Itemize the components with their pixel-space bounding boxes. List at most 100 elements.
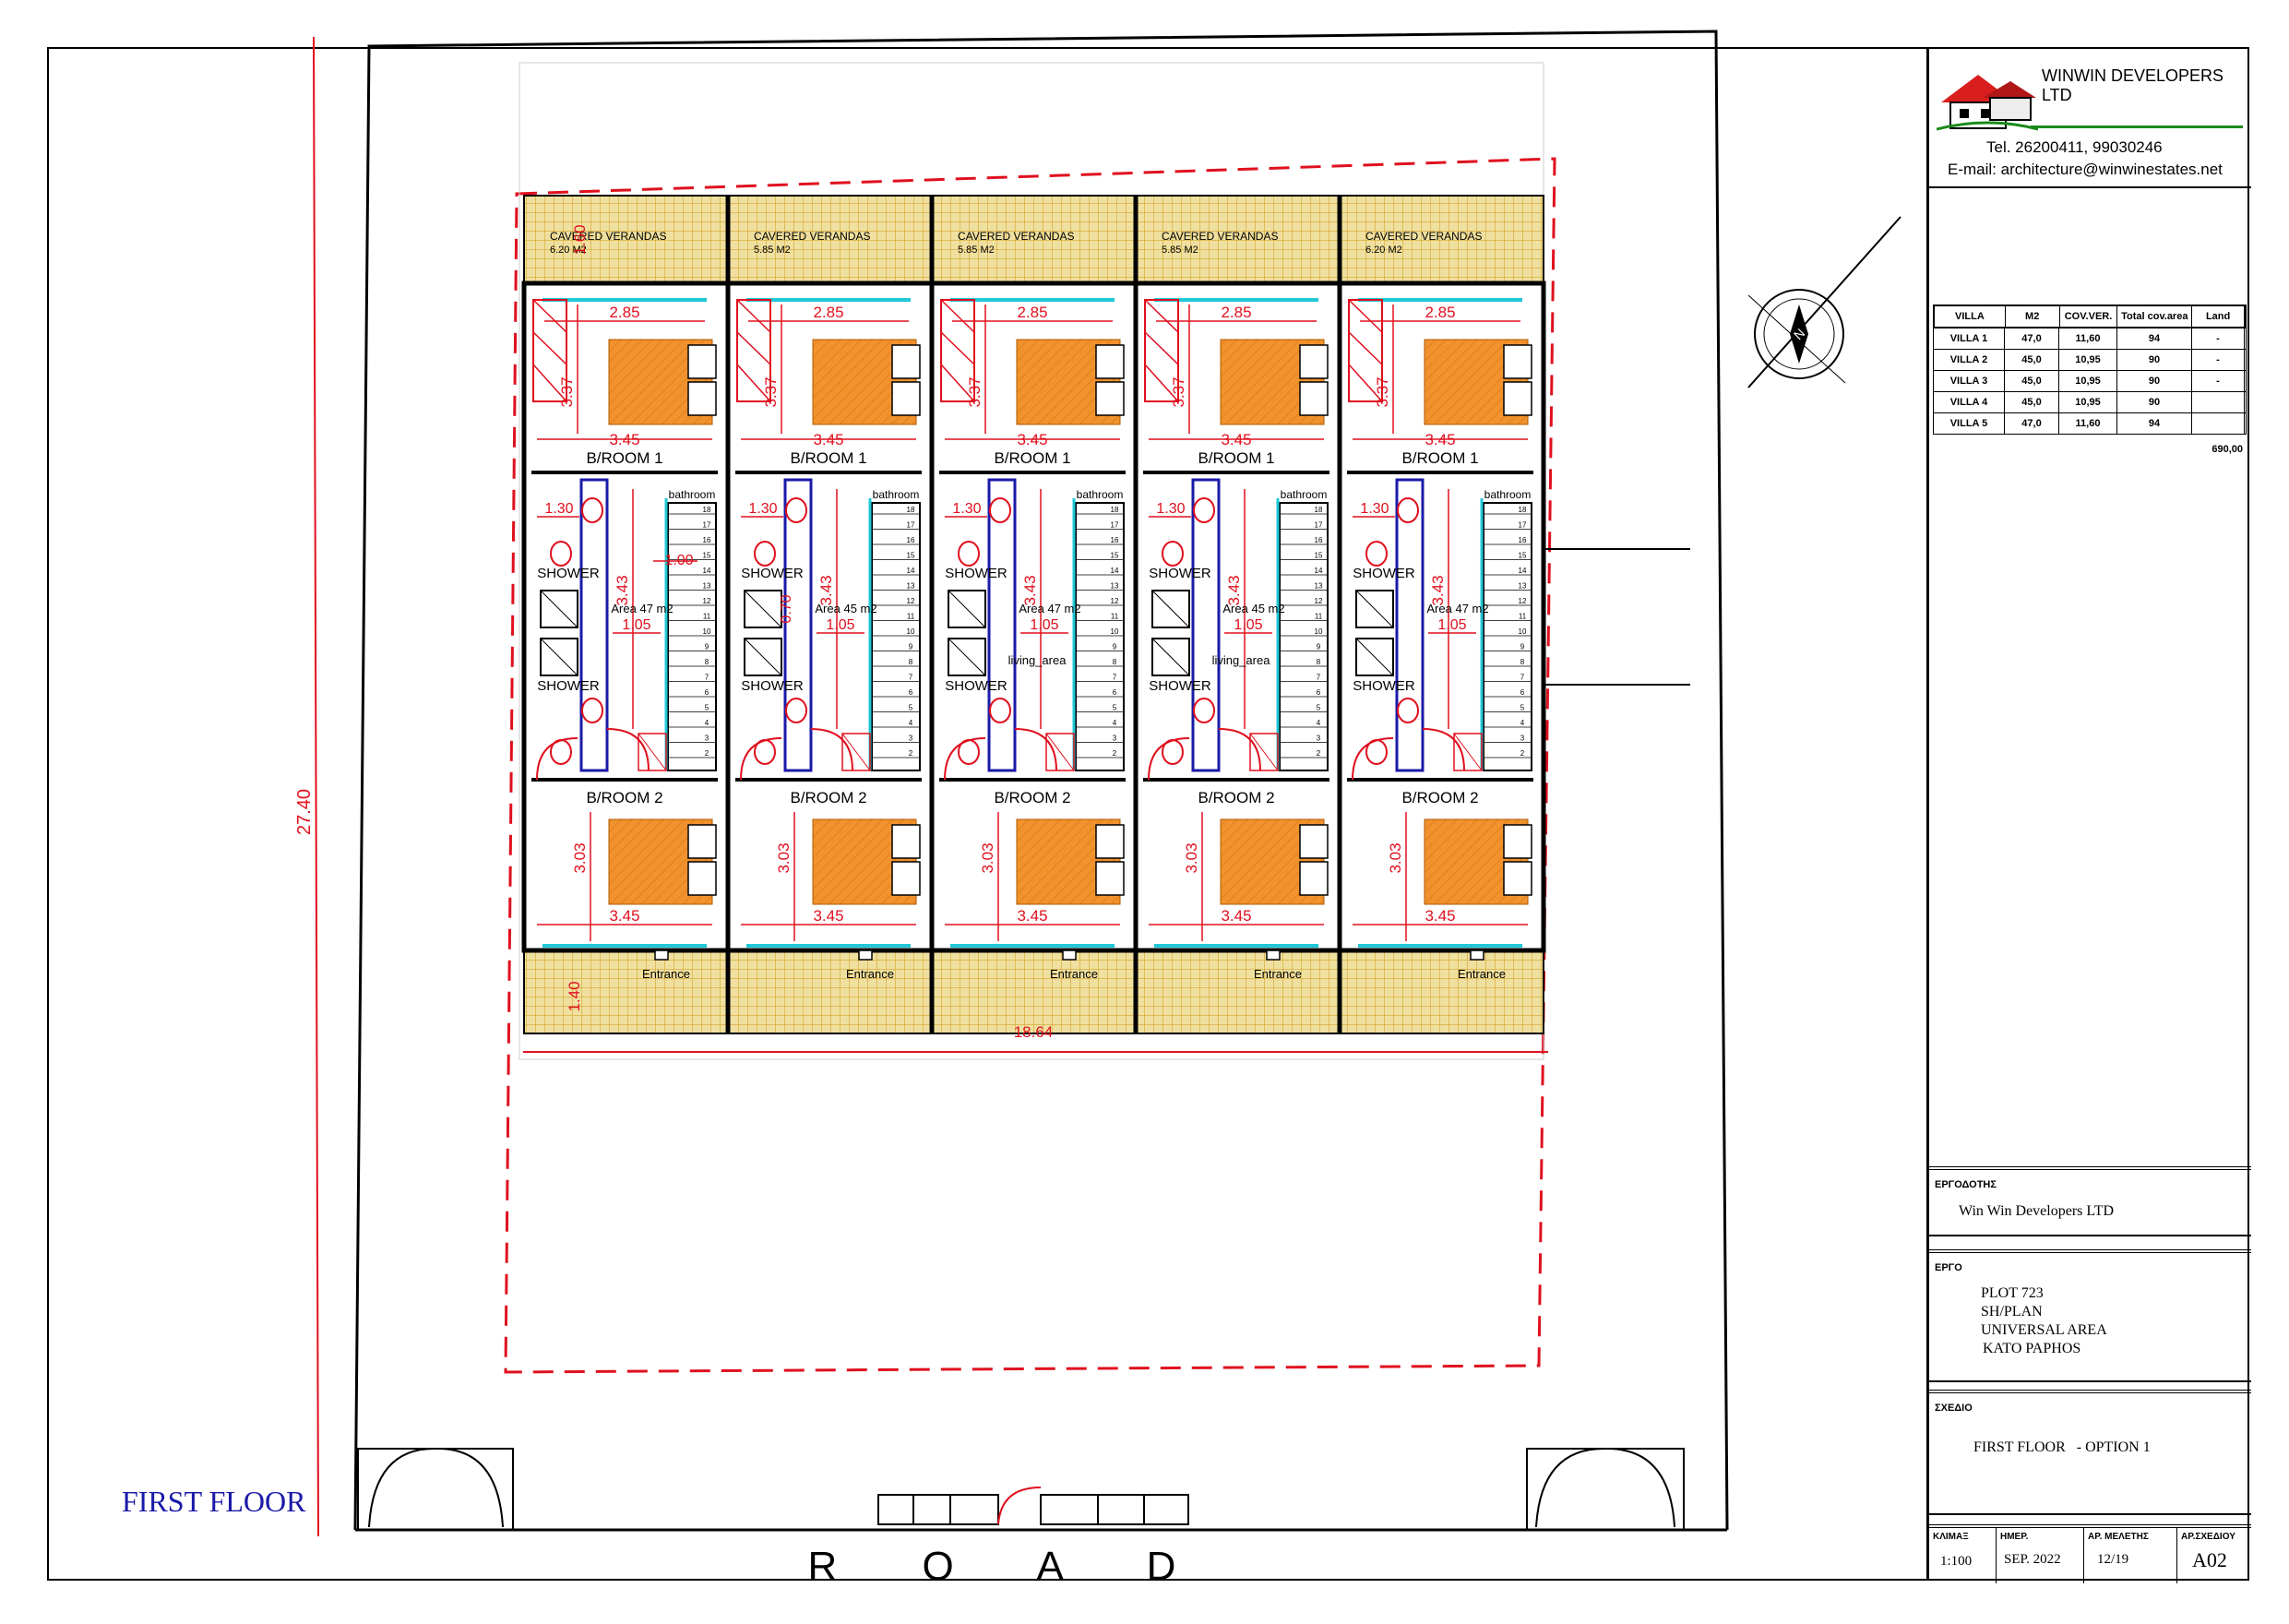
stair-step-number: 14 <box>1111 567 1119 575</box>
dim-bed1-width: 2.85 <box>1425 304 1455 321</box>
dim-bed2-depth: 3.03 <box>1183 842 1200 873</box>
pillow <box>891 344 921 379</box>
stair-step-number: 4 <box>1113 719 1117 727</box>
shower-label-1: SHOWER <box>945 566 1007 581</box>
areas-header-cell: COV.VER. <box>2060 306 2118 327</box>
bedroom-1-label: B/ROOM 1 <box>586 449 662 467</box>
shower-label-1: SHOWER <box>537 566 600 581</box>
pillow <box>1299 861 1329 896</box>
pillow <box>1095 824 1125 859</box>
shower-diag <box>1151 590 1190 628</box>
door-swing <box>1014 728 1057 771</box>
areas-cell: 11,60 <box>2059 328 2117 349</box>
bath-wall <box>1395 478 1425 772</box>
toilet-icon <box>754 541 776 567</box>
project-line: PLOT 723 <box>1981 1285 2044 1301</box>
dim-bed1-depth: 3.37 <box>1170 376 1187 407</box>
sheet-cell: ΑΡ.ΣΧΕΔΙΟΥ A02 <box>2177 1528 2251 1583</box>
stair-step-number: 11 <box>1519 613 1527 621</box>
stair-step-number: 16 <box>1111 536 1119 544</box>
project-line: SH/PLAN <box>1981 1304 2043 1320</box>
landing <box>1249 733 1279 771</box>
unit-area-label: Area 45 m2 <box>815 602 876 615</box>
areas-header-cell: Total cov.area <box>2117 306 2193 327</box>
toilet-icon <box>1162 541 1184 567</box>
areas-cell: 10,95 <box>2059 392 2117 412</box>
areas-cell: 94 <box>2117 413 2192 434</box>
pillow <box>1299 381 1329 416</box>
stair-step-number: 8 <box>1317 658 1321 666</box>
sink-icon <box>581 497 603 523</box>
stair-step-number: 3 <box>909 734 913 743</box>
stair-step-number: 18 <box>1519 506 1527 514</box>
stair <box>1483 502 1532 771</box>
wardrobe-hatch <box>532 299 567 402</box>
company-logo-icon <box>1937 75 2038 131</box>
living-area-label: living_area <box>1008 653 1067 667</box>
bathroom-label: bathroom <box>669 488 716 501</box>
shower-diag <box>744 590 782 628</box>
wardrobe <box>736 299 771 402</box>
stair-step-number: 16 <box>907 536 915 544</box>
door-swing <box>740 737 782 781</box>
stair-step-number: 18 <box>1315 506 1323 514</box>
stair-step-number: 18 <box>907 506 915 514</box>
stair-step-number: 14 <box>1315 567 1323 575</box>
stair-step-number: 3 <box>1520 734 1525 743</box>
stair <box>667 502 717 771</box>
stair-step-number: 12 <box>1315 597 1323 605</box>
areas-cell: 10,95 <box>2059 371 2117 391</box>
sheet-label: ΑΡ.ΣΧΕΔΙΟΥ <box>2181 1532 2235 1542</box>
areas-cell <box>2192 413 2245 434</box>
entrance-post <box>1470 949 1484 961</box>
bedroom-2-label: B/ROOM 2 <box>1198 789 1274 806</box>
stair-step-number: 11 <box>1111 613 1119 621</box>
pillow <box>891 381 921 416</box>
dim-bed2-depth: 3.03 <box>1387 842 1404 873</box>
bath-wall <box>579 478 609 772</box>
company-header: WINWIN DEVELOPERS LTD Tel. 26200411, 990… <box>1929 48 2251 188</box>
wardrobe <box>1348 299 1383 402</box>
veranda-label: CAVERED VERANDAS <box>1365 230 1482 243</box>
areas-cell: VILLA 4 <box>1934 392 2005 412</box>
dim-bed2-depth: 3.03 <box>775 842 793 873</box>
dim-stair-width: 1.05 <box>826 617 854 633</box>
shower-label-1: SHOWER <box>741 566 804 581</box>
stair-step-number: 6 <box>1317 688 1321 697</box>
entrance-post <box>1266 949 1281 961</box>
unit-area-label: Area 47 m2 <box>1426 602 1488 615</box>
veranda-depth-bottom: 1.40 <box>566 981 583 1011</box>
stair-step-number: 4 <box>909 719 913 727</box>
stair-step-number: 6 <box>1113 688 1117 697</box>
stair-step-number: 13 <box>1519 582 1527 591</box>
wardrobe-hatch <box>1144 299 1179 402</box>
door-swing <box>606 728 650 771</box>
top-veranda-band <box>523 195 1544 284</box>
scale-label: ΚΛΙΜΑΞ <box>1933 1532 1969 1542</box>
landing <box>1453 733 1483 771</box>
shower-label-1: SHOWER <box>1353 566 1415 581</box>
areas-cell: 94 <box>2117 328 2192 349</box>
door-swing <box>1218 728 1261 771</box>
road-label: R O A D <box>808 1544 1213 1589</box>
landing-hatch <box>638 733 667 771</box>
areas-cell: VILLA 1 <box>1934 328 2005 349</box>
site-dim-line <box>313 36 319 1537</box>
stair-step-number: 17 <box>1519 521 1527 530</box>
stair-step-number: 10 <box>1111 627 1119 636</box>
dim-bed1-width: 2.85 <box>1017 304 1047 321</box>
pillow <box>1095 344 1125 379</box>
toilet-icon <box>958 541 980 567</box>
areas-cell: 45,0 <box>2005 371 2059 391</box>
living-area-label: living_area <box>1212 653 1271 667</box>
door-swing <box>1422 728 1465 771</box>
shower-label-2: SHOWER <box>741 678 804 694</box>
site-dim-text: 27.40 <box>294 789 315 835</box>
study-value: 12/19 <box>2097 1552 2129 1567</box>
